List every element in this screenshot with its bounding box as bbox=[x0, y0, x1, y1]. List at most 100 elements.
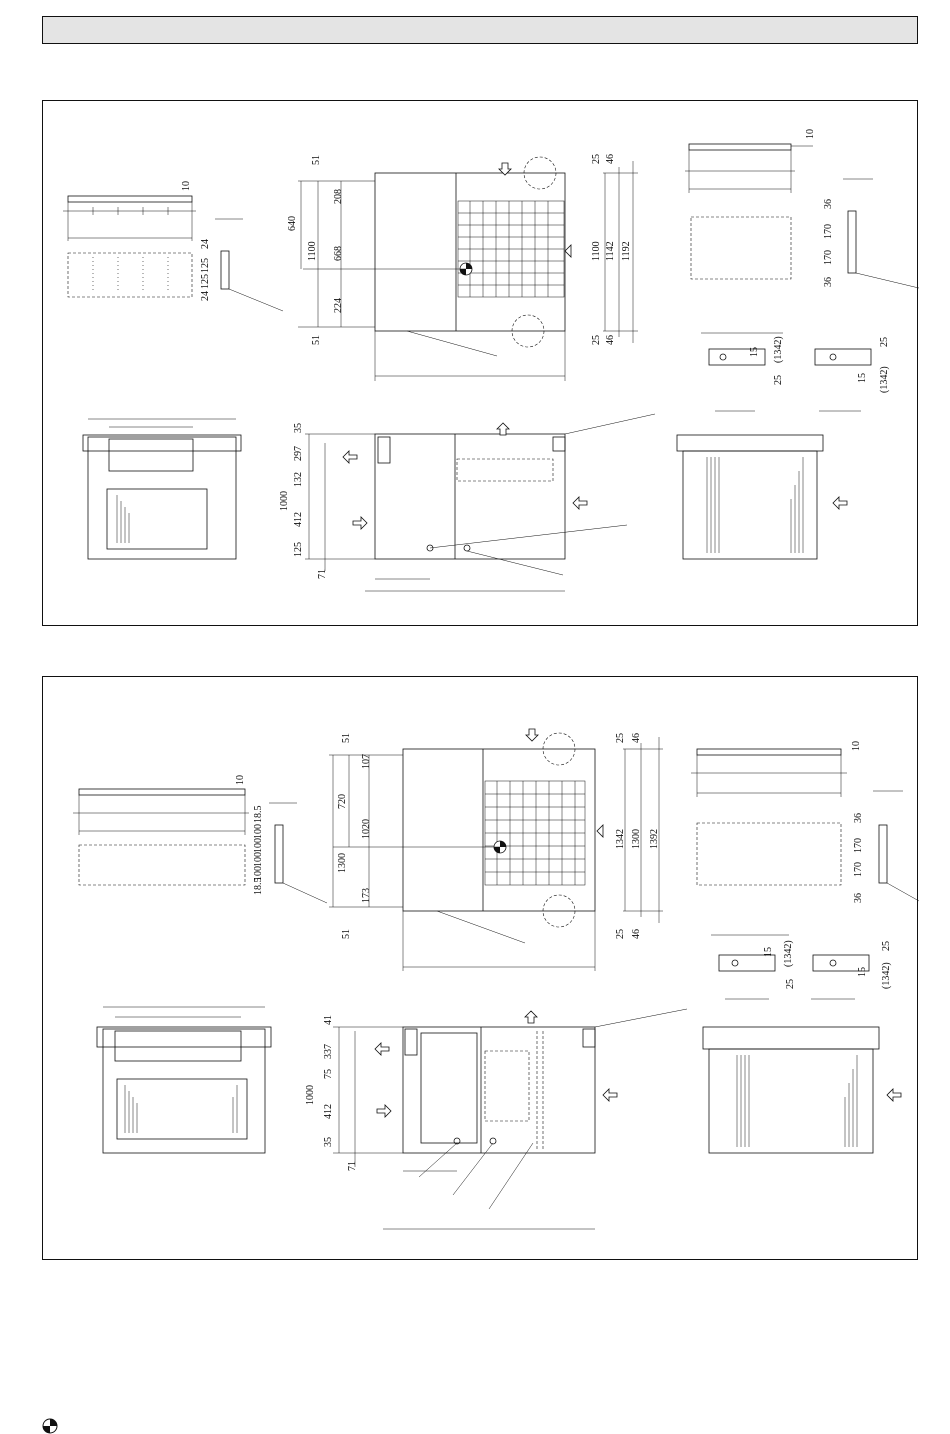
dim-label: 15 bbox=[857, 373, 868, 383]
dim-label: 1000 bbox=[305, 1085, 316, 1105]
dim-label: 25 bbox=[881, 941, 892, 951]
dim-label: 71 bbox=[347, 1161, 358, 1171]
rail-top-view-right: 10 bbox=[685, 129, 816, 279]
dim-label: 170 bbox=[853, 862, 864, 877]
slot-detail-right: 25 15 (1342) bbox=[815, 337, 890, 411]
drawing-panel-2: 10 18.5 100 100 100 100 18.5 bbox=[42, 676, 918, 1260]
dim-label: 25 bbox=[615, 733, 626, 743]
dim-label: 170 bbox=[823, 250, 834, 265]
airflow-arrow-icon bbox=[375, 1043, 389, 1055]
dim-label: 1000 bbox=[279, 491, 290, 511]
dim-label: 170 bbox=[823, 224, 834, 239]
dim-label: 107 bbox=[361, 754, 372, 769]
dim-label: 51 bbox=[341, 733, 352, 743]
dim-label: 412 bbox=[293, 512, 304, 527]
rail-side-view-right: 36 170 170 36 bbox=[853, 791, 919, 903]
dim-label: 51 bbox=[341, 929, 352, 939]
dim-label: 1342 bbox=[615, 829, 626, 849]
airflow-arrow-icon bbox=[353, 517, 367, 529]
dim-label: 132 bbox=[293, 472, 304, 487]
airflow-arrow-icon bbox=[833, 497, 847, 509]
dim-label: (1342) bbox=[881, 962, 892, 989]
airflow-arrow-icon bbox=[603, 1089, 617, 1101]
airflow-arrow-icon bbox=[573, 497, 587, 509]
dim-label: 75 bbox=[323, 1069, 334, 1079]
dim-label: 1300 bbox=[631, 829, 642, 849]
dim-label: (1342) bbox=[879, 366, 890, 393]
airflow-arrow-icon bbox=[526, 729, 538, 741]
dim-label: 71 bbox=[317, 569, 328, 579]
dim-label: 1300 bbox=[337, 853, 348, 873]
dim-label: 100 bbox=[253, 824, 264, 839]
dim-label: 15 bbox=[749, 347, 760, 357]
slot-detail-left: 15 (1342) 25 bbox=[701, 333, 784, 411]
dim-label: 46 bbox=[631, 929, 642, 939]
dim-label: 25 bbox=[773, 375, 784, 385]
rail-side-view: 18.5 100 100 100 100 18.5 bbox=[253, 803, 327, 903]
panel-2-drawing: 10 18.5 100 100 100 100 18.5 bbox=[43, 677, 919, 1261]
airflow-arrow-icon bbox=[343, 451, 357, 463]
header-bar bbox=[42, 16, 918, 44]
dim-label: 15 bbox=[857, 967, 868, 977]
dim-label: 10 bbox=[805, 129, 816, 139]
panel-1-drawing: 10 24 125 125 24 bbox=[43, 101, 919, 627]
left-elevation bbox=[83, 419, 241, 559]
dim-label: 18.5 bbox=[253, 878, 264, 896]
dim-label: 36 bbox=[823, 199, 834, 209]
dim-label: 25 bbox=[879, 337, 890, 347]
dim-label: 15 bbox=[763, 947, 774, 957]
dim-label: 10 bbox=[235, 775, 246, 785]
dim-label: 412 bbox=[323, 1104, 334, 1119]
unit-front-view: 35 297 132 412 125 71 1000 bbox=[279, 414, 655, 591]
left-elevation bbox=[97, 1007, 271, 1153]
airflow-arrow-icon bbox=[597, 825, 603, 837]
dim-label: 100 bbox=[253, 852, 264, 867]
dim-label: 35 bbox=[323, 1137, 334, 1147]
drawing-panel-1: 10 24 125 125 24 bbox=[42, 100, 918, 626]
unit-top-view: 51 107 720 1020 173 51 1300 25 46 1342 1… bbox=[329, 729, 663, 971]
airflow-arrow-icon bbox=[887, 1089, 901, 1101]
dim-label: 125 bbox=[200, 258, 211, 273]
dim-label: 10 bbox=[851, 741, 862, 751]
dim-label: 208 bbox=[333, 189, 344, 204]
slot-detail-left: 15 (1342) 25 bbox=[711, 935, 796, 999]
dim-label: (1342) bbox=[773, 336, 784, 363]
unit-top-view: 51 208 668 224 51 640 1100 25 46 1100 11… bbox=[287, 154, 638, 381]
dim-label: 640 bbox=[287, 216, 298, 231]
dim-label: 25 bbox=[591, 154, 602, 164]
dim-label: (1342) bbox=[783, 940, 794, 967]
airflow-arrow-icon bbox=[497, 423, 509, 435]
slot-detail-right: 25 15 (1342) bbox=[811, 941, 892, 999]
dim-label: 35 bbox=[293, 423, 304, 433]
dim-label: 100 bbox=[253, 838, 264, 853]
rail-side-view-right: 36 170 170 36 bbox=[823, 179, 919, 289]
dim-label: 720 bbox=[337, 794, 348, 809]
dim-label: 173 bbox=[361, 888, 372, 903]
airflow-arrow-icon bbox=[525, 1011, 537, 1023]
dim-label: 18.5 bbox=[253, 806, 264, 824]
dim-label: 1142 bbox=[605, 241, 616, 261]
dim-label: 36 bbox=[853, 893, 864, 903]
unit-front-view: 41 337 75 412 35 71 1000 bbox=[305, 1009, 687, 1229]
dim-label: 24 bbox=[200, 239, 211, 249]
dim-label: 1020 bbox=[361, 819, 372, 839]
dim-label: 24 bbox=[200, 291, 211, 301]
dim-label: 25 bbox=[785, 979, 796, 989]
airflow-arrow-icon bbox=[377, 1105, 391, 1117]
rail-top-view: 10 bbox=[63, 181, 196, 241]
dim-label: 170 bbox=[853, 838, 864, 853]
rail-top-view-right: 10 bbox=[691, 741, 862, 885]
right-elevation bbox=[677, 435, 847, 559]
dim-label: 25 bbox=[615, 929, 626, 939]
dim-label: 51 bbox=[311, 155, 322, 165]
dim-label: 46 bbox=[605, 335, 616, 345]
dim-label: 125 bbox=[200, 274, 211, 289]
dim-label: 46 bbox=[631, 733, 642, 743]
dim-label: 297 bbox=[293, 446, 304, 461]
dim-label: 36 bbox=[853, 813, 864, 823]
dim-label: 224 bbox=[333, 298, 344, 313]
rail-side-view: 24 125 125 24 bbox=[200, 219, 283, 311]
dim-label: 337 bbox=[323, 1044, 334, 1059]
dim-label: 1100 bbox=[591, 241, 602, 261]
right-elevation bbox=[703, 1027, 901, 1153]
